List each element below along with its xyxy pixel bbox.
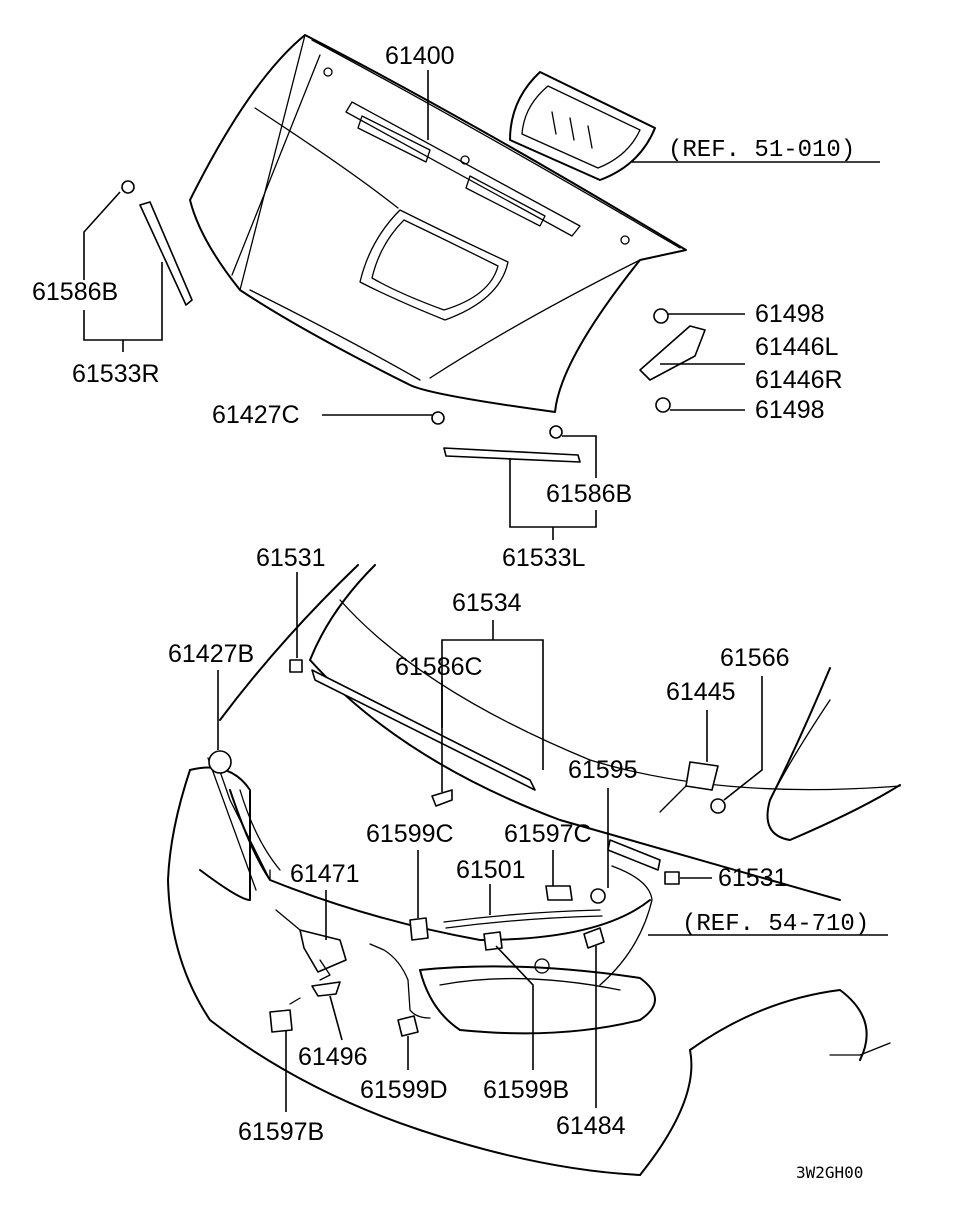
- clip-61597B-part: [269, 997, 301, 1033]
- label-61446L: 61446L: [755, 333, 839, 361]
- label-61599C: 61599C: [366, 820, 454, 848]
- label-61586B-top: 61586B: [32, 278, 118, 306]
- ref-54-710-label: (REF. 54-710): [682, 911, 869, 938]
- label-61534: 61534: [452, 589, 522, 617]
- label-61597B: 61597B: [238, 1118, 324, 1146]
- ref-51-010-label: (REF. 51-010): [668, 137, 855, 164]
- hood-lock-release-part: [659, 761, 726, 814]
- label-61484: 61484: [556, 1112, 626, 1140]
- release-cable-ref: [599, 865, 653, 986]
- hood-seal-right-part: [121, 180, 193, 306]
- hood-lock-61471-part: [275, 909, 347, 981]
- hood-panel: [189, 34, 687, 413]
- hood-hinge-part: [639, 308, 706, 413]
- grommet-61595-part: [590, 888, 606, 904]
- label-61498-b: 61498: [755, 396, 825, 424]
- label-61566: 61566: [720, 644, 790, 672]
- label-61599D: 61599D: [360, 1076, 448, 1104]
- label-61533L: 61533L: [502, 544, 586, 572]
- vehicle-body-front: [167, 564, 901, 1176]
- label-61445: 61445: [666, 678, 736, 706]
- label-61597C: 61597C: [504, 820, 592, 848]
- label-61599B: 61599B: [483, 1076, 569, 1104]
- bracket-61496-part: [311, 981, 341, 997]
- drawing-code: 3W2GH00: [796, 1163, 863, 1182]
- clip-61599B-part: [483, 931, 503, 951]
- label-61427C: 61427C: [212, 401, 300, 429]
- label-61496: 61496: [298, 1043, 368, 1071]
- label-61501: 61501: [456, 856, 526, 884]
- bumper-stop-left: [289, 659, 303, 673]
- release-cable-61501: [443, 909, 601, 923]
- label-61531-left: 61531: [256, 544, 326, 572]
- label-61400: 61400: [385, 42, 455, 70]
- hood-seal-left-part: [443, 425, 581, 463]
- label-61427B: 61427B: [168, 640, 254, 668]
- label-61471: 61471: [290, 860, 360, 888]
- label-61586C: 61586C: [395, 653, 483, 681]
- hood-bumper-part: [431, 411, 445, 425]
- label-61498-a: 61498: [755, 300, 825, 328]
- label-61531-right: 61531: [718, 864, 788, 892]
- clip-61599D-part: [397, 1015, 419, 1037]
- bumper-stop-right: [664, 871, 680, 885]
- clip-61597C-part: [545, 885, 573, 901]
- hood-bumper-b-part: [208, 750, 232, 774]
- hood-scoop: [509, 71, 656, 181]
- label-61446R: 61446R: [755, 366, 843, 394]
- clip-61484-part: [583, 927, 605, 949]
- label-61533R: 61533R: [72, 360, 160, 388]
- clip-61599C-part: [409, 917, 429, 941]
- clip-61586C-part: [431, 789, 453, 807]
- label-61595: 61595: [568, 756, 638, 784]
- label-61586B-mid: 61586B: [546, 480, 632, 508]
